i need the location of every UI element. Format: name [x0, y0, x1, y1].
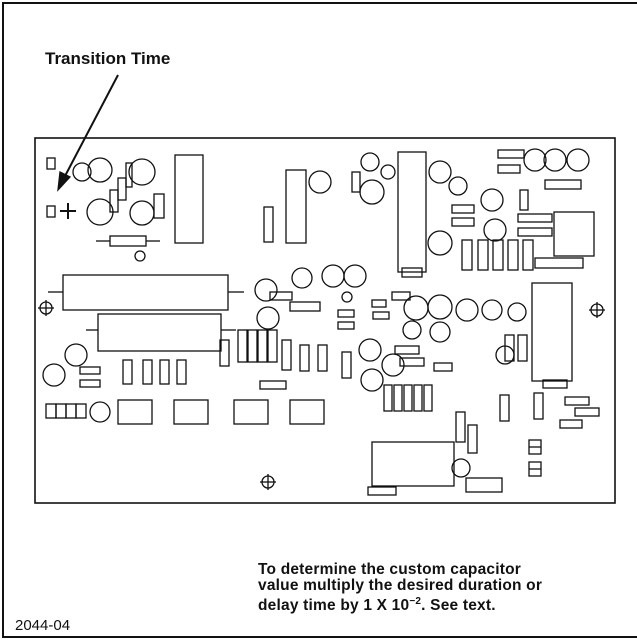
pcb-outline: [34, 137, 616, 504]
mounting-hole-icon: [38, 300, 54, 316]
caption-line-3-suffix: . See text.: [421, 597, 496, 615]
transition-time-pad: [46, 157, 56, 170]
caption: To determine the custom capacitor value …: [258, 562, 637, 614]
callout-label: Transition Time: [45, 49, 171, 68]
caption-line-1: To determine the custom capacitor: [258, 561, 521, 578]
mounting-hole-icon: [260, 474, 276, 490]
plus-icon: [60, 203, 76, 219]
caption-exponent: −2: [409, 596, 422, 607]
caption-line-3-prefix: delay time by 1 X 10: [258, 597, 410, 615]
caption-line-2: value multiply the desired duration or: [258, 577, 543, 594]
transition-time-pad: [46, 205, 56, 218]
mounting-hole-icon: [589, 302, 605, 318]
figure-number: 2044-04: [15, 617, 71, 634]
caption-line-3: delay time by 1 X 10−2. See text.: [258, 594, 637, 614]
arrow-icon: [57, 74, 119, 192]
